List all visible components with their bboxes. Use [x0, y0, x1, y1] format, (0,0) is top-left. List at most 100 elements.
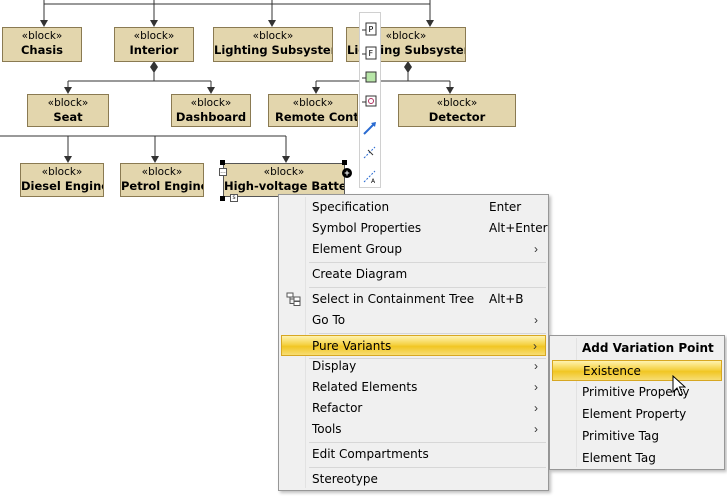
menu-item-label: Related Elements [312, 380, 418, 394]
menu-item-label: Specification [312, 200, 390, 214]
menu-item-label: Element Group [312, 242, 403, 256]
compartment-icon[interactable] [362, 70, 378, 86]
menu-item-refactor[interactable]: Refactor › [281, 398, 546, 419]
submenu-header-add-variation-point: Add Variation Point [552, 338, 722, 359]
menu-item-related-elements[interactable]: Related Elements › [281, 377, 546, 398]
block-high-voltage-battery[interactable]: «block» High-voltage Battery [223, 163, 345, 197]
mouse-pointer-icon [672, 375, 686, 396]
flow-property-icon[interactable]: F [362, 46, 378, 62]
part-property-icon[interactable]: P [362, 22, 378, 38]
menu-item-label: Symbol Properties [312, 221, 422, 235]
block-seat[interactable]: «block» Seat [27, 94, 109, 127]
block-lighting-subsystem-1[interactable]: «block» Lighting Subsystem [213, 27, 333, 62]
block-dashboard[interactable]: «block» Dashboard [171, 94, 251, 127]
menu-item-label: Stereotype [312, 472, 378, 486]
element-group-icon[interactable]: s [230, 194, 238, 202]
menu-item-label: Select in Containment Tree [312, 292, 475, 306]
block-stereotype: «block» [133, 30, 175, 42]
menu-item-display[interactable]: Display › [281, 356, 546, 377]
menu-item-select-in-containment-tree[interactable]: Select in Containment Tree Alt+B [281, 289, 546, 310]
resize-handle-bottom-left[interactable] [220, 196, 225, 201]
block-stereotype: «block» [292, 97, 334, 109]
dependency-icon[interactable] [362, 144, 378, 160]
submenu-item-label: Primitive Tag [582, 429, 659, 443]
add-connector-icon[interactable]: + [342, 168, 352, 178]
block-name: Dashboard [175, 110, 247, 124]
menu-item-label: Create Diagram [312, 267, 408, 281]
containment-tree-icon [286, 292, 301, 306]
block-petrol-engine[interactable]: «block» Petrol Engine [120, 163, 204, 197]
block-name: Seat [53, 110, 83, 124]
block-stereotype: «block» [47, 97, 89, 109]
block-name: Lighting Subsystem [214, 43, 332, 57]
menu-separator [309, 358, 546, 359]
menu-item-shortcut: Enter [489, 200, 522, 214]
resize-handle-top-left[interactable] [220, 160, 225, 165]
block-name: Remote Control [275, 110, 357, 124]
block-name: Detector [428, 110, 486, 124]
pure-variants-submenu: Add Variation Point Existence Primitive … [549, 335, 725, 470]
block-remote-control[interactable]: «block» Remote Control [268, 94, 358, 127]
submenu-header-label: Add Variation Point [582, 341, 714, 355]
menu-separator [309, 467, 546, 468]
menu-item-element-group[interactable]: Element Group › [281, 239, 546, 260]
submenu-item-label: Element Property [582, 407, 687, 421]
menu-separator [309, 287, 546, 288]
association-icon[interactable] [362, 120, 378, 136]
block-stereotype: «block» [41, 166, 83, 178]
menu-item-stereotype[interactable]: Stereotype [281, 469, 546, 490]
menu-gutter [576, 338, 577, 467]
block-detector[interactable]: «block» Detector [398, 94, 516, 127]
submenu-item-primitive-property[interactable]: Primitive Property [552, 382, 722, 403]
menu-separator [309, 442, 546, 443]
menu-item-label: Display [312, 359, 357, 373]
submenu-arrow-icon: › [534, 401, 538, 415]
submenu-arrow-icon: › [534, 359, 538, 373]
svg-text:F: F [369, 49, 374, 58]
block-stereotype: «block» [190, 97, 232, 109]
svg-text:P: P [369, 25, 374, 34]
menu-item-go-to[interactable]: Go To › [281, 310, 546, 331]
menu-item-pure-variants[interactable]: Pure Variants › [281, 335, 546, 356]
menu-item-shortcut: Alt+B [489, 292, 524, 306]
block-chasis[interactable]: «block» Chasis [2, 27, 82, 62]
menu-item-create-diagram[interactable]: Create Diagram [281, 264, 546, 285]
menu-item-label: Tools [312, 422, 342, 436]
svg-text:A: A [371, 178, 376, 184]
block-name: Petrol Engine [121, 179, 203, 193]
block-name: Chasis [20, 43, 64, 57]
menu-item-tools[interactable]: Tools › [281, 419, 546, 440]
submenu-arrow-icon: › [534, 242, 538, 256]
menu-item-edit-compartments[interactable]: Edit Compartments [281, 444, 546, 465]
menu-separator [309, 333, 546, 334]
resize-handle-top-right[interactable] [342, 160, 347, 165]
submenu-item-element-property[interactable]: Element Property [552, 404, 722, 425]
menu-item-label: Edit Compartments [312, 447, 429, 461]
block-interior[interactable]: «block» Interior [114, 27, 194, 62]
block-stereotype: «block» [141, 166, 183, 178]
menu-item-label: Go To [312, 313, 346, 327]
submenu-item-label: Primitive Property [582, 385, 690, 399]
block-stereotype: «block» [263, 166, 305, 178]
compartment-toggle-icon[interactable]: … [219, 168, 227, 176]
menu-separator [309, 262, 546, 263]
menu-item-symbol-properties[interactable]: Symbol Properties Alt+Enter [281, 218, 548, 239]
block-name: Diesel Engine [21, 179, 103, 193]
menu-item-specification[interactable]: Specification Enter [281, 197, 546, 218]
block-diesel-engine[interactable]: «block» Diesel Engine [20, 163, 104, 197]
block-stereotype: «block» [436, 97, 478, 109]
menu-item-label: Refactor [312, 401, 363, 415]
submenu-arrow-icon: › [533, 339, 537, 353]
submenu-item-label: Element Tag [582, 451, 656, 465]
submenu-item-element-tag[interactable]: Element Tag [552, 448, 722, 469]
reference-icon[interactable] [362, 94, 378, 110]
submenu-arrow-icon: › [534, 380, 538, 394]
submenu-arrow-icon: › [534, 422, 538, 436]
block-stereotype: «block» [252, 30, 294, 42]
anchor-icon[interactable]: A [362, 168, 378, 184]
submenu-arrow-icon: › [534, 313, 538, 327]
submenu-item-primitive-tag[interactable]: Primitive Tag [552, 426, 722, 447]
submenu-item-existence[interactable]: Existence [552, 360, 722, 381]
block-name: Interior [129, 43, 179, 57]
